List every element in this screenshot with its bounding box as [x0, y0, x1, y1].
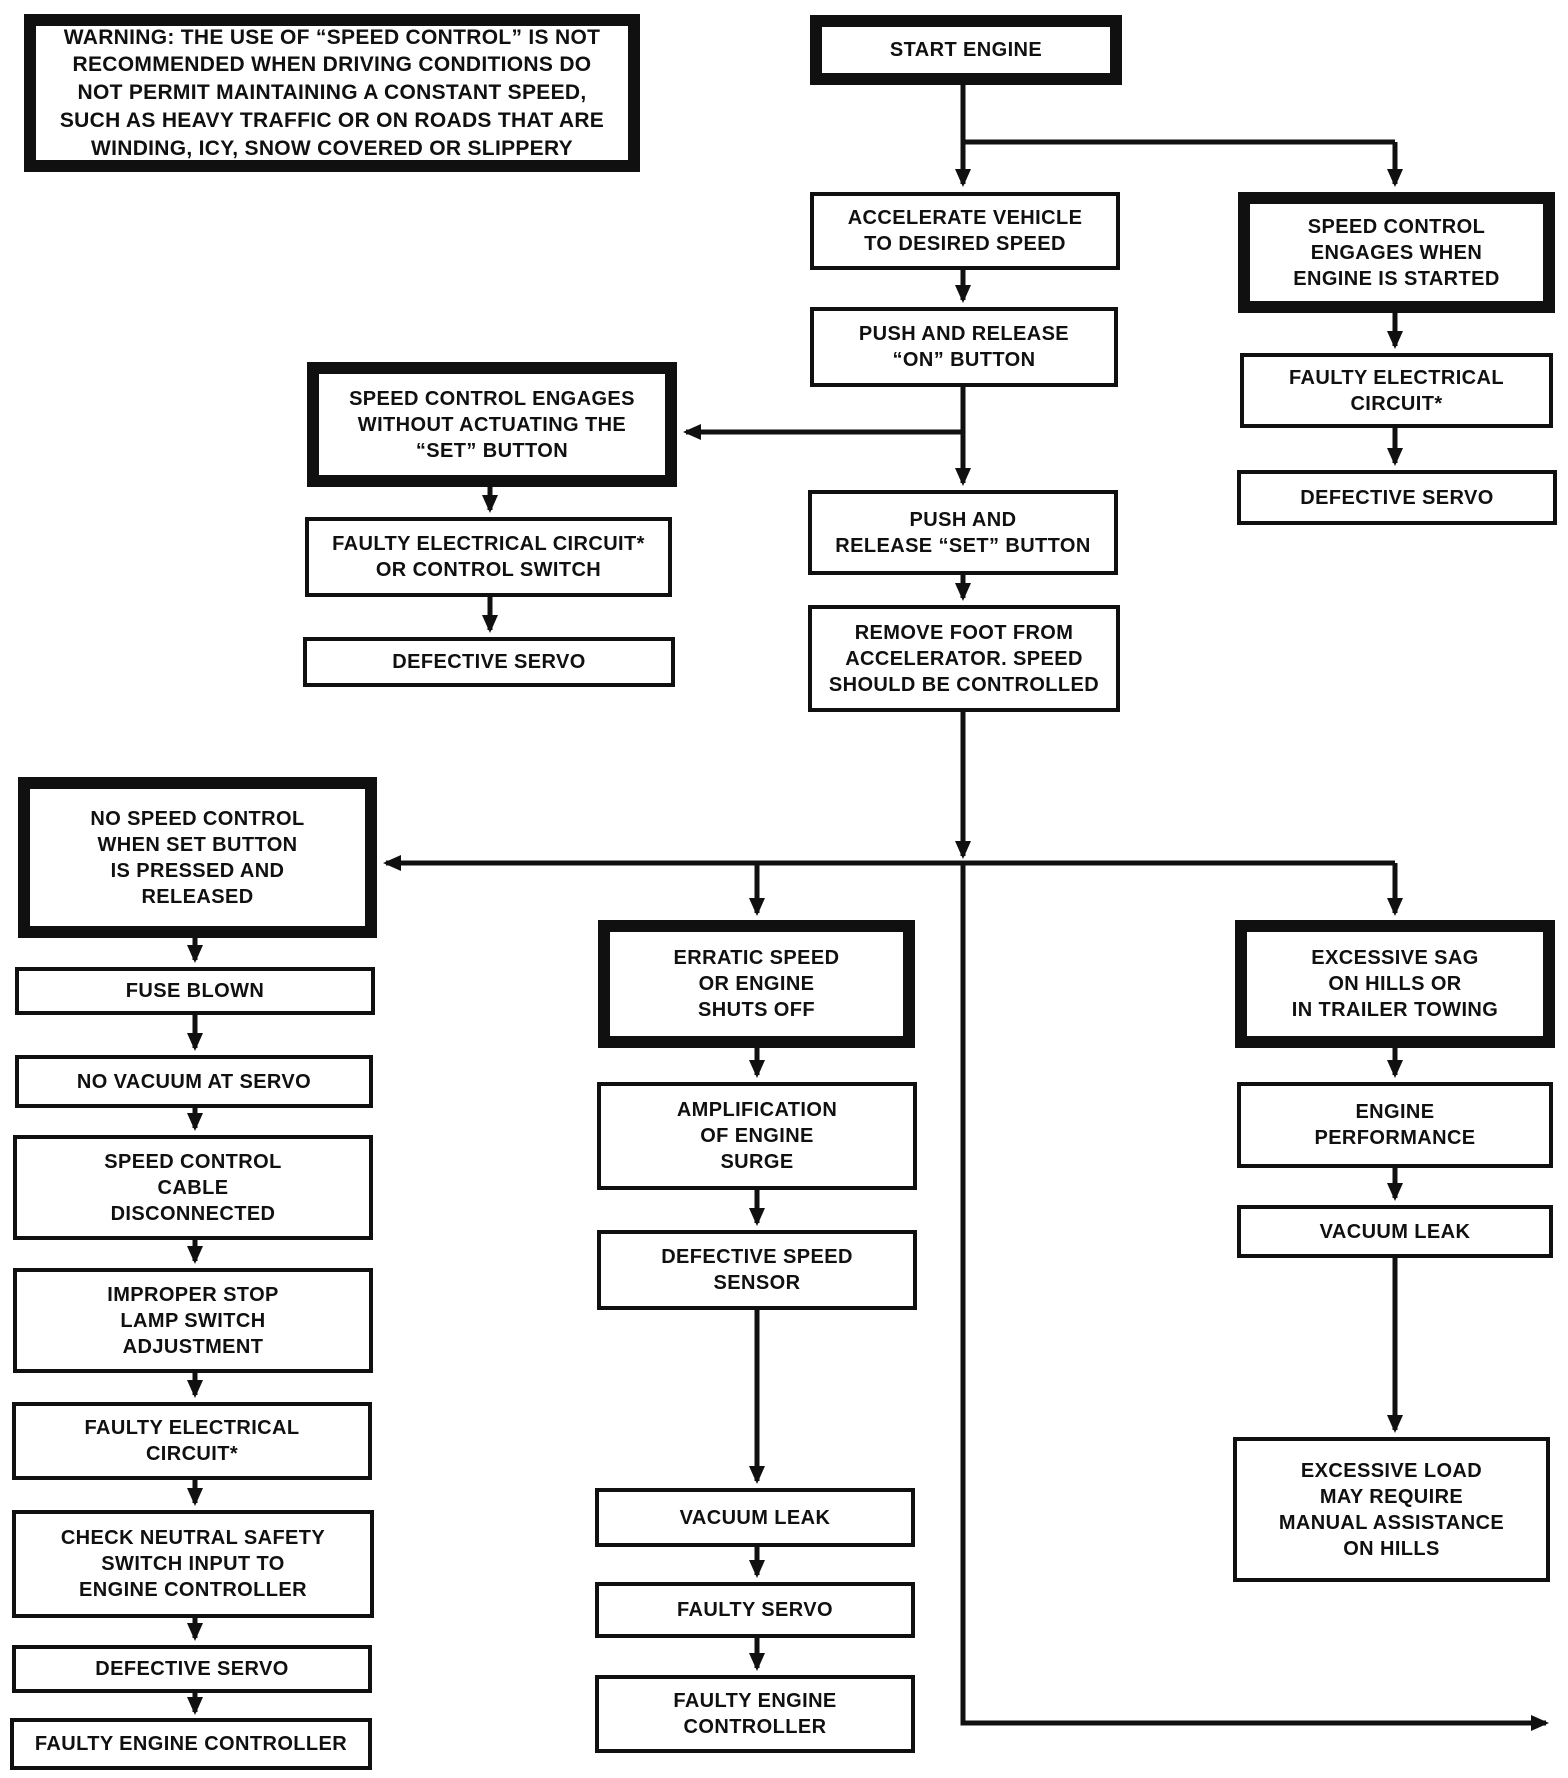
node-accelerate-vehicle: ACCELERATE VEHICLE TO DESIRED SPEED [810, 192, 1120, 270]
node-start-engine: START ENGINE [810, 15, 1122, 85]
node-engages-without-set-button: SPEED CONTROL ENGAGES WITHOUT ACTUATING … [307, 362, 677, 487]
node-defective-servo-mid-left: DEFECTIVE SERVO [303, 637, 675, 687]
node-fuse-blown: FUSE BLOWN [15, 967, 375, 1015]
node-excessive-load: EXCESSIVE LOAD MAY REQUIRE MANUAL ASSIST… [1233, 1437, 1550, 1582]
node-erratic-speed-engine-shuts-off: ERRATIC SPEED OR ENGINE SHUTS OFF [598, 920, 915, 1048]
node-vacuum-leak-right: VACUUM LEAK [1237, 1205, 1553, 1258]
node-engine-performance: ENGINE PERFORMANCE [1237, 1082, 1553, 1168]
node-defective-servo-top-right: DEFECTIVE SERVO [1237, 470, 1557, 525]
node-no-vacuum-at-servo: NO VACUUM AT SERVO [15, 1055, 373, 1108]
node-speed-control-cable-disconnected: SPEED CONTROL CABLE DISCONNECTED [13, 1135, 373, 1240]
warning-box: WARNING: THE USE OF “SPEED CONTROL” IS N… [24, 14, 640, 172]
node-faulty-electrical-or-control-switch: FAULTY ELECTRICAL CIRCUIT* OR CONTROL SW… [305, 517, 672, 597]
node-defective-servo-left: DEFECTIVE SERVO [12, 1645, 372, 1693]
node-push-release-set-button: PUSH AND RELEASE “SET” BUTTON [808, 490, 1118, 575]
node-defective-speed-sensor: DEFECTIVE SPEED SENSOR [597, 1230, 917, 1310]
node-engages-when-engine-started: SPEED CONTROL ENGAGES WHEN ENGINE IS STA… [1238, 192, 1555, 313]
node-faulty-electrical-circuit-top-right: FAULTY ELECTRICAL CIRCUIT* [1240, 353, 1553, 428]
connector-group [187, 85, 1549, 1731]
node-amplification-engine-surge: AMPLIFICATION OF ENGINE SURGE [597, 1082, 917, 1190]
node-no-speed-control: NO SPEED CONTROL WHEN SET BUTTON IS PRES… [18, 777, 377, 938]
node-check-neutral-safety-switch: CHECK NEUTRAL SAFETY SWITCH INPUT TO ENG… [12, 1510, 374, 1618]
node-push-release-on-button: PUSH AND RELEASE “ON” BUTTON [810, 307, 1118, 387]
node-excessive-sag: EXCESSIVE SAG ON HILLS OR IN TRAILER TOW… [1235, 920, 1555, 1048]
node-faulty-servo: FAULTY SERVO [595, 1582, 915, 1638]
node-improper-stop-lamp-switch: IMPROPER STOP LAMP SWITCH ADJUSTMENT [13, 1268, 373, 1373]
node-faulty-engine-controller-left: FAULTY ENGINE CONTROLLER [10, 1718, 372, 1770]
node-faulty-engine-controller-center: FAULTY ENGINE CONTROLLER [595, 1675, 915, 1753]
node-vacuum-leak-center: VACUUM LEAK [595, 1488, 915, 1547]
warning-text: WARNING: THE USE OF “SPEED CONTROL” IS N… [59, 25, 605, 160]
node-remove-foot-from-accelerator: REMOVE FOOT FROM ACCELERATOR. SPEED SHOU… [808, 605, 1120, 712]
node-faulty-electrical-circuit-left: FAULTY ELECTRICAL CIRCUIT* [12, 1402, 372, 1480]
